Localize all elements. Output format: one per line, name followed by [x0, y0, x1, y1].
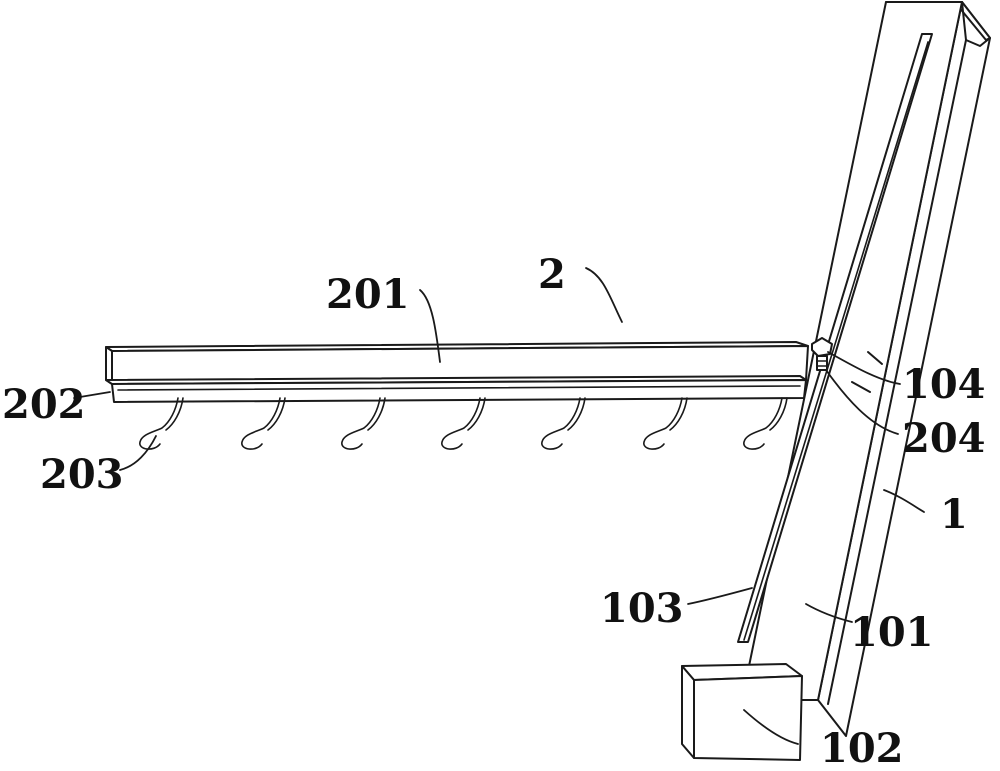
post-slot-inner — [743, 41, 929, 641]
post-brace-2 — [851, 381, 871, 393]
post-brace-1 — [867, 351, 883, 365]
label-101: 101 — [850, 609, 934, 656]
arm-rail-lower — [111, 379, 807, 403]
label-203: 203 — [40, 451, 124, 498]
leader-201 — [419, 289, 441, 363]
hook-4 — [441, 397, 486, 450]
label-201: 201 — [326, 271, 410, 318]
arm-rail-inner-line — [117, 385, 801, 391]
label-102: 102 — [820, 725, 904, 771]
labels: 2 201 202 203 104 204 1 103 101 102 — [2, 251, 986, 771]
base-front — [681, 665, 695, 759]
post-inner-rib — [827, 39, 967, 705]
leader-102 — [743, 709, 799, 745]
leader-1 — [883, 489, 925, 513]
leader-203 — [119, 435, 157, 471]
post-assembly — [681, 1, 991, 761]
knob-stem — [816, 355, 828, 371]
label-1: 1 — [940, 491, 968, 538]
label-2: 2 — [538, 251, 566, 298]
leader-2 — [585, 267, 623, 323]
hook-7 — [743, 397, 788, 450]
label-103: 103 — [600, 585, 684, 632]
leader-204 — [825, 369, 899, 435]
label-204: 204 — [902, 415, 986, 462]
leader-lines — [73, 267, 925, 745]
base-main — [693, 675, 803, 761]
leader-103 — [687, 587, 753, 605]
hook-group — [139, 397, 788, 450]
leader-202 — [73, 391, 111, 399]
hook-6 — [643, 397, 688, 450]
hook-1 — [139, 397, 184, 450]
leader-104 — [827, 351, 901, 385]
post-top-inner-edge — [961, 1, 991, 47]
label-104: 104 — [902, 361, 986, 408]
leader-101 — [805, 603, 853, 623]
hook-2 — [241, 397, 286, 450]
arm-assembly — [105, 341, 809, 403]
label-202: 202 — [2, 381, 86, 428]
hook-3 — [341, 397, 386, 450]
hook-5 — [541, 397, 586, 450]
